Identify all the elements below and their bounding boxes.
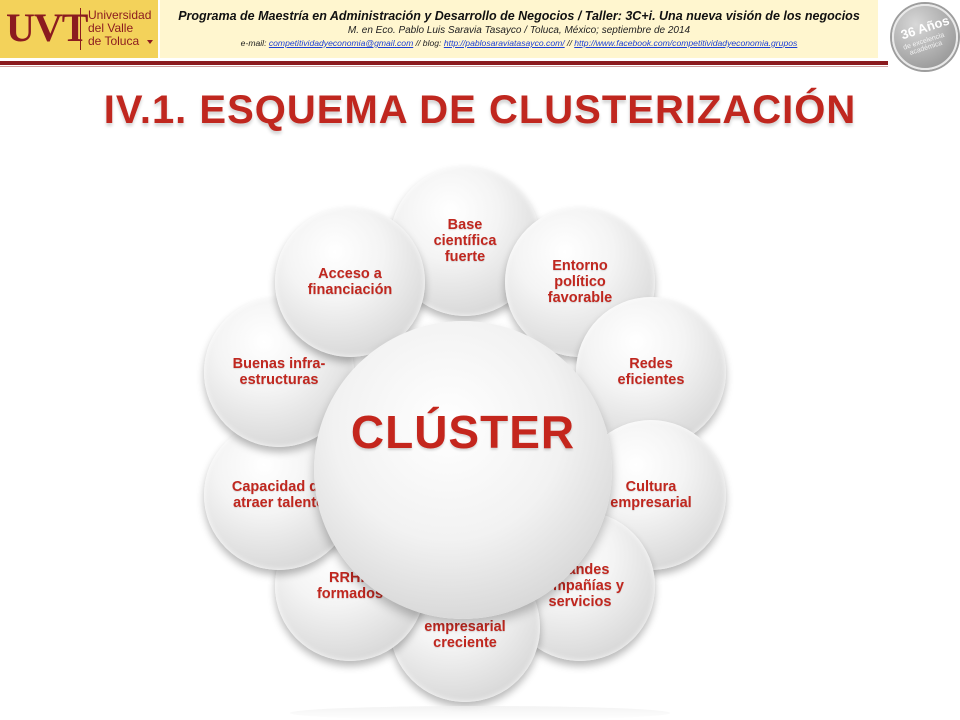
diagram-reflection xyxy=(290,706,670,720)
header-divider xyxy=(0,61,888,65)
link-separator: // xyxy=(564,38,575,48)
email-label: e-mail: xyxy=(240,38,269,48)
cluster-node-label: Acceso a financiación xyxy=(307,266,393,298)
cluster-node-label: Entorno político favorable xyxy=(547,258,613,306)
facebook-link[interactable]: http://www.facebook.com/competitividadye… xyxy=(574,38,798,48)
uvt-logo: UVT Universidad del Valle de Toluca xyxy=(0,0,158,58)
logo-divider xyxy=(80,8,81,50)
center-circle: CLÚSTER xyxy=(314,321,612,619)
cluster-node-10: Acceso a financiación xyxy=(275,207,425,357)
anniversary-seal: 36 Años de excelencia académica xyxy=(892,4,958,70)
blog-link[interactable]: http://pablosaraviatasayco.com/ xyxy=(443,38,565,48)
cluster-node-label: Buenas infra- estructuras xyxy=(232,356,326,388)
slide-title: IV.1. ESQUEMA DE CLUSTERIZACIÓN xyxy=(103,88,857,132)
contact-links: e-mail: competitividadyeconomia@gmail.co… xyxy=(160,38,878,48)
cluster-node-label: Redes eficientes xyxy=(617,356,685,388)
cluster-node-label: RRHH formados xyxy=(316,570,384,602)
email-link[interactable]: competitividadyeconomia@gmail.com xyxy=(268,38,414,48)
cluster-node-2: Entorno político favorable xyxy=(505,207,655,357)
logo-triangle-icon xyxy=(147,40,153,44)
logo-university-name: Universidad del Valle de Toluca xyxy=(88,8,152,48)
author-line: M. en Eco. Pablo Luis Saravia Tasayco / … xyxy=(347,25,691,36)
program-title: Programa de Maestría en Administración y… xyxy=(178,9,860,23)
center-label: CLÚSTER xyxy=(350,406,576,458)
blog-label: // blog: xyxy=(413,38,444,48)
cluster-node-label: Cultura empresarial xyxy=(610,479,692,511)
header-divider-thin xyxy=(0,66,888,67)
cluster-node-label: Base científica fuerte xyxy=(433,217,497,265)
logo-mark: UVT xyxy=(6,5,88,50)
header-info-box: Programa de Maestría en Administración y… xyxy=(160,0,878,58)
